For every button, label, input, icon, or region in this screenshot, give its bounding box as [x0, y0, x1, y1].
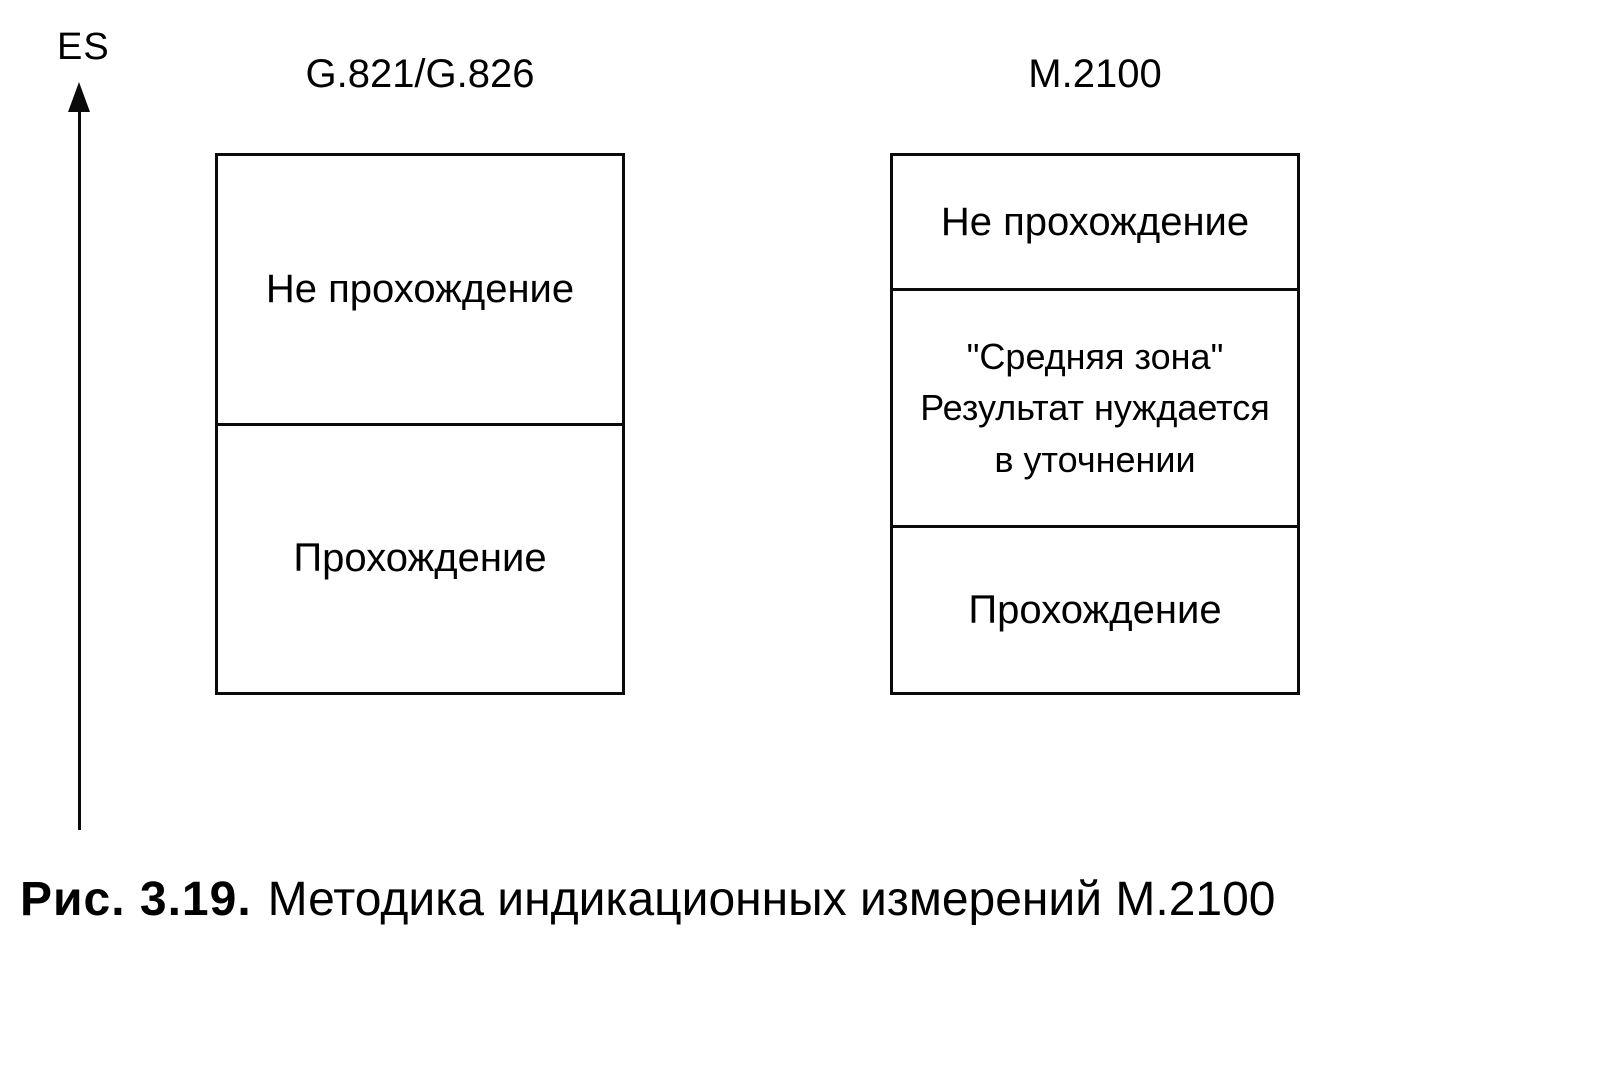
middle-zone-line-3: в уточнении: [994, 438, 1196, 480]
left-standard-box: Не прохождение Прохождение: [215, 153, 625, 695]
caption-text: Методика индикационных измерений М.2100: [267, 873, 1276, 926]
right-middle-zone: "Средняя зона" Результат нуждается в уто…: [893, 291, 1297, 528]
middle-zone-line-2: Результат нуждается: [920, 387, 1270, 429]
right-fail-zone: Не прохождение: [893, 156, 1297, 291]
left-column-title: G.821/G.826: [305, 52, 535, 96]
arrow-up-icon: [68, 82, 90, 112]
left-fail-zone: Не прохождение: [218, 156, 622, 426]
right-standard-box: Не прохождение "Средняя зона" Результат …: [890, 153, 1300, 695]
right-column-title: М.2100: [1028, 52, 1162, 96]
left-pass-zone: Прохождение: [293, 536, 547, 581]
figure-number: Рис. 3.19.: [20, 873, 252, 926]
right-pass-zone: Прохождение: [968, 587, 1222, 632]
es-axis-label: ES: [57, 26, 110, 68]
figure-caption: Рис. 3.19. Методика индикационных измерен…: [20, 872, 1276, 927]
axis-line: [78, 106, 81, 830]
middle-zone-line-1: "Средняя зона": [966, 336, 1224, 378]
